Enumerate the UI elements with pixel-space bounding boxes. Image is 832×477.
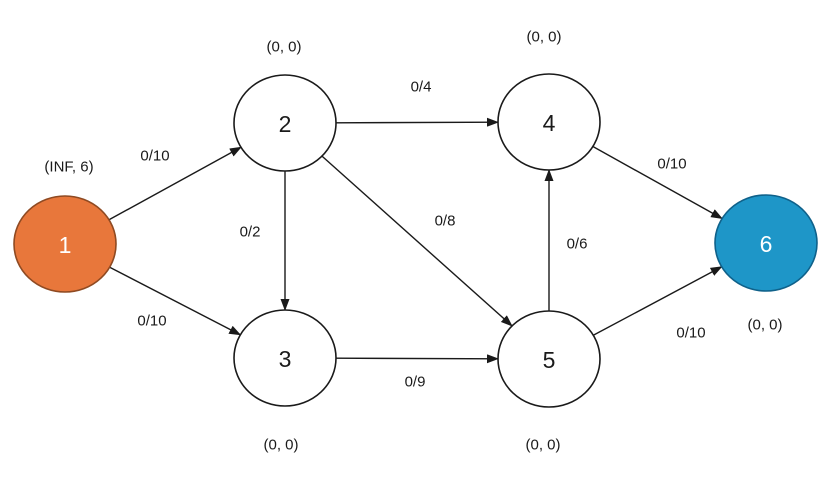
- edge-4-6: [592, 145, 723, 220]
- edge-label-1-3: 0/10: [137, 313, 166, 330]
- edge-label-1-2: 0/10: [140, 148, 169, 165]
- edge-label-3-5: 0/9: [405, 374, 426, 391]
- node-5-label: 5: [543, 347, 556, 373]
- node-1-label: 1: [59, 232, 72, 258]
- node-4-circle: [497, 73, 601, 171]
- nodes-layer: 1 (INF, 6) 2 (0, 0) 3 (0, 0) 4 (0, 0) 5 (0, 0) 6 (0…: [13, 29, 818, 454]
- node-5-annotation: (0, 0): [525, 437, 560, 454]
- node-2-annotation: (0, 0): [266, 39, 301, 56]
- node-5: 5 (0, 0): [497, 310, 601, 454]
- node-1-annotation: (INF, 6): [44, 159, 93, 176]
- node-4-label: 4: [543, 110, 556, 136]
- edge-label-4-6: 0/10: [657, 156, 686, 173]
- node-4: 4 (0, 0): [497, 29, 601, 171]
- node-2-label: 2: [279, 111, 292, 137]
- edge-labels-layer: 0/10 0/10 0/4 0/2 0/8 0/9 0/6 0/10 0/10: [137, 79, 705, 391]
- edge-label-5-6: 0/10: [676, 325, 705, 342]
- edge-1-2: [108, 146, 242, 221]
- node-3-label: 3: [279, 346, 292, 372]
- node-6-circle: [714, 194, 818, 292]
- edge-5-6: [592, 266, 723, 336]
- node-6-label: 6: [760, 231, 773, 257]
- edge-2-4: [335, 117, 499, 127]
- edge-1-3: [109, 266, 242, 336]
- edge-label-2-4: 0/4: [411, 79, 432, 96]
- edge-label-5-4: 0/6: [567, 236, 588, 253]
- edge-label-2-3: 0/2: [240, 224, 261, 241]
- node-6: 6 (0, 0): [714, 194, 818, 334]
- node-2-circle: [233, 74, 337, 172]
- node-6-annotation: (0, 0): [747, 317, 782, 334]
- edge-3-5: [335, 354, 499, 364]
- node-4-annotation: (0, 0): [526, 29, 561, 46]
- edge-label-2-5: 0/8: [435, 213, 456, 230]
- node-1: 1 (INF, 6): [13, 159, 117, 293]
- node-3-annotation: (0, 0): [263, 437, 298, 454]
- node-5-circle: [497, 310, 601, 408]
- node-3-circle: [233, 309, 337, 407]
- node-1-circle: [13, 195, 117, 293]
- edge-2-5: [321, 155, 513, 327]
- node-2: 2 (0, 0): [233, 39, 337, 172]
- edges-layer: [108, 117, 723, 364]
- node-3: 3 (0, 0): [233, 309, 337, 454]
